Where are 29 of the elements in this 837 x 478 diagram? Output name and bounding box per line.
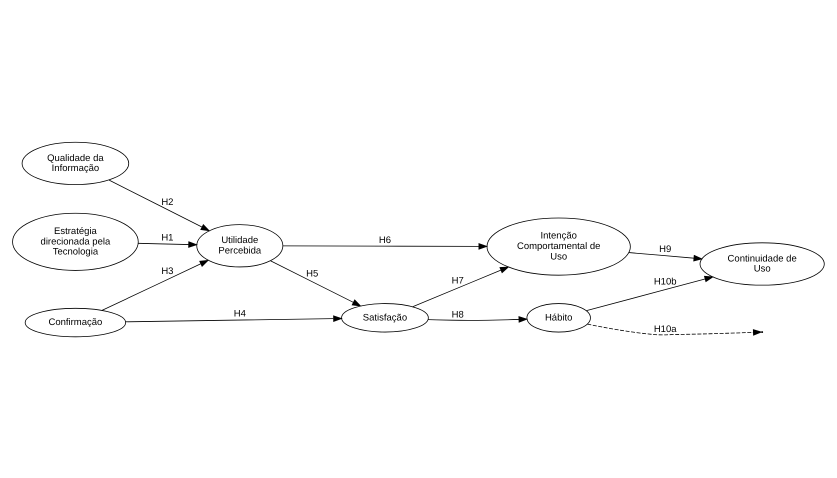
edge-label: H2 bbox=[161, 196, 174, 208]
arrow bbox=[587, 323, 763, 336]
arrow bbox=[108, 179, 210, 231]
edge-label: H6 bbox=[378, 234, 392, 246]
edge-label: H4 bbox=[234, 308, 246, 320]
node-ellipse: Hábito bbox=[526, 302, 591, 332]
arrow bbox=[428, 316, 528, 322]
node-ellipse: Satisfação bbox=[341, 302, 429, 332]
edge-label: H7 bbox=[452, 274, 464, 286]
arrow bbox=[125, 314, 343, 322]
arrow bbox=[412, 266, 510, 307]
arrow bbox=[586, 275, 714, 311]
edge-label: H1 bbox=[161, 232, 174, 244]
arrow bbox=[138, 240, 198, 248]
edge-label: H10b bbox=[654, 276, 677, 287]
edge-label: H9 bbox=[659, 243, 672, 254]
edge-label: H10a bbox=[654, 323, 677, 334]
node-ellipse: Continuidade de Uso bbox=[700, 242, 825, 286]
arrow bbox=[628, 252, 704, 261]
node-ellipse: Qualidade da Informação bbox=[22, 141, 130, 184]
arrow bbox=[102, 259, 210, 310]
edge-label: H3 bbox=[161, 265, 174, 276]
node-ellipse: Confirmação bbox=[24, 307, 126, 337]
edge-label: H5 bbox=[306, 268, 318, 279]
arrow bbox=[282, 242, 488, 250]
edge-label: H8 bbox=[452, 309, 464, 320]
arrow bbox=[270, 260, 362, 306]
node-ellipse: Intenção Comportamental de Uso bbox=[486, 217, 631, 276]
node-ellipse: Estratégia direcionada pela Tecnologia bbox=[12, 212, 139, 270]
